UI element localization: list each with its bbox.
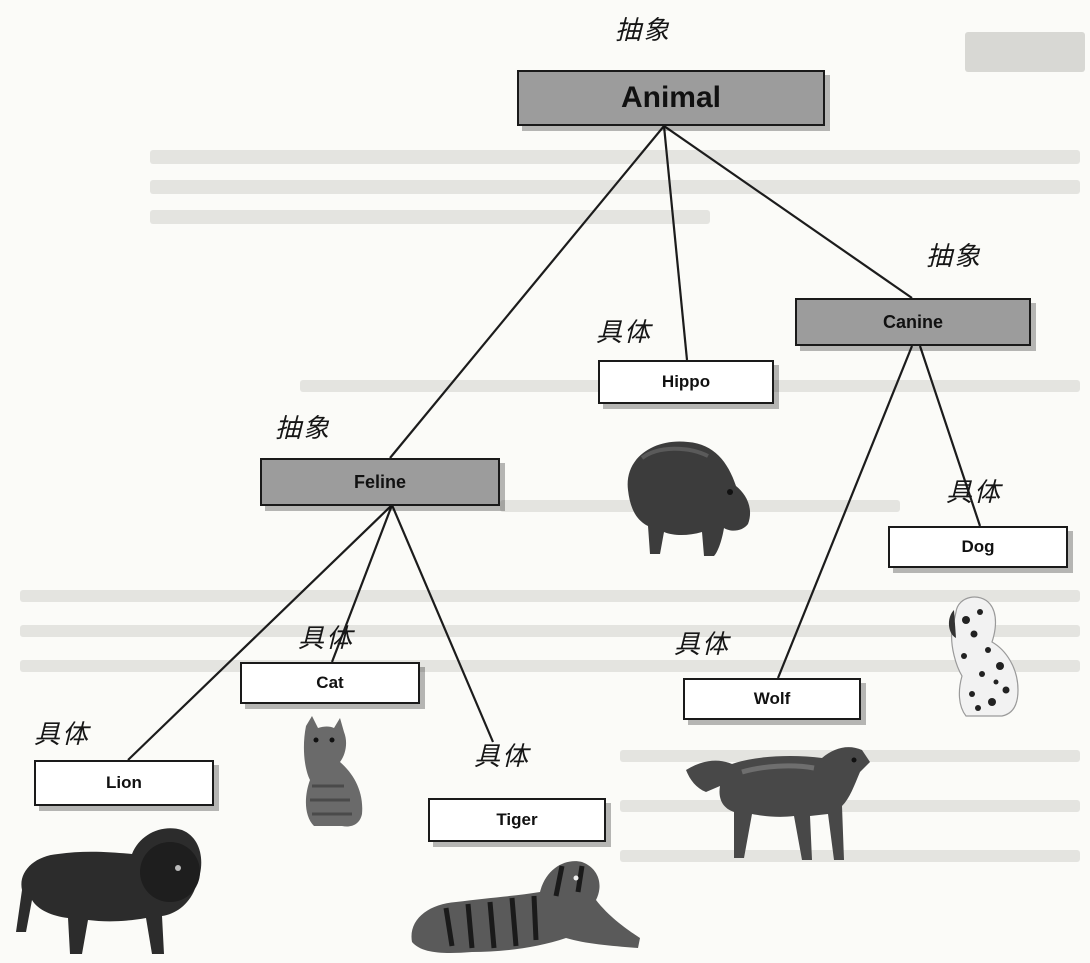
kind-label-canine: 抽象 bbox=[926, 242, 983, 272]
kind-label-cat: 具体 bbox=[298, 624, 355, 654]
node-canine: Canine bbox=[795, 298, 1031, 346]
faint-text-line bbox=[150, 210, 710, 224]
lion-image bbox=[16, 828, 202, 954]
kind-label-tiger: 具体 bbox=[474, 742, 531, 772]
faint-text-line bbox=[20, 625, 1080, 637]
edge-animal-feline bbox=[389, 125, 665, 459]
node-dog-label: Dog bbox=[961, 537, 995, 556]
node-wolf: Wolf bbox=[683, 678, 861, 720]
node-tiger: Tiger bbox=[428, 798, 606, 842]
kind-label-lion: 具体 bbox=[34, 720, 91, 750]
faint-text-line bbox=[965, 32, 1085, 72]
cat-image bbox=[303, 716, 363, 827]
node-animal: Animal bbox=[517, 70, 825, 126]
edge-canine-dog bbox=[918, 345, 982, 527]
edge-feline-tiger bbox=[390, 504, 495, 743]
edge-feline-cat bbox=[330, 504, 394, 663]
kind-label-dog: 具体 bbox=[946, 478, 1003, 508]
node-canine-label: Canine bbox=[882, 311, 943, 332]
kind-label-animal: 抽象 bbox=[615, 16, 672, 46]
node-dog: Dog bbox=[888, 526, 1068, 568]
node-lion-label: Lion bbox=[106, 773, 142, 792]
node-feline: Feline bbox=[260, 458, 500, 506]
edge-animal-hippo bbox=[662, 125, 689, 361]
node-feline-label: Feline bbox=[353, 471, 406, 492]
kind-label-wolf: 具体 bbox=[674, 630, 731, 660]
node-wolf-label: Wolf bbox=[753, 689, 791, 708]
faint-text-line bbox=[20, 590, 1080, 602]
node-animal-label: Animal bbox=[620, 81, 722, 114]
node-cat-label: Cat bbox=[316, 673, 344, 692]
node-cat: Cat bbox=[240, 662, 420, 704]
kind-label-feline: 抽象 bbox=[275, 414, 332, 444]
tiger-image bbox=[411, 861, 640, 953]
node-hippo-label: Hippo bbox=[661, 372, 711, 391]
edge-canine-wolf bbox=[776, 345, 914, 679]
hippo-image bbox=[627, 441, 751, 556]
dog-image bbox=[948, 596, 1019, 717]
kind-label-hippo: 具体 bbox=[596, 318, 653, 348]
wolf-image bbox=[686, 747, 870, 860]
node-lion: Lion bbox=[34, 760, 214, 806]
edge-animal-canine bbox=[663, 125, 913, 299]
faint-text-line bbox=[150, 150, 1080, 164]
node-tiger-label: Tiger bbox=[496, 810, 538, 829]
node-hippo: Hippo bbox=[598, 360, 774, 404]
edge-feline-lion bbox=[127, 504, 393, 761]
